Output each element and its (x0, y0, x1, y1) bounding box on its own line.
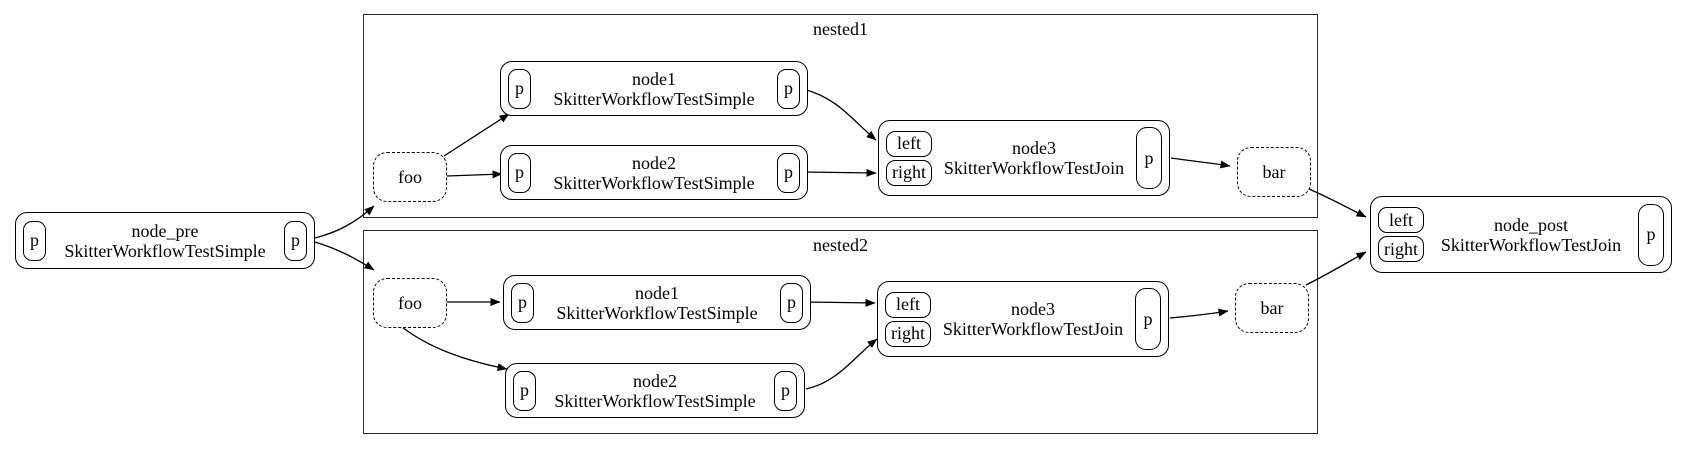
node-pre-label: node_pre SkitterWorkflowTestSimple (46, 221, 284, 261)
node-title: node1 (635, 282, 679, 303)
node-post-port-left: left (1378, 207, 1424, 233)
nested1-node3-port-out-p: p (1136, 127, 1162, 189)
port-label: p (518, 292, 527, 312)
nested1-node1-port-in-p: p (508, 68, 531, 109)
port-label: p (520, 380, 529, 400)
foo-label: foo (398, 292, 422, 313)
nested2-foo-node: foo (373, 278, 447, 328)
node-title: node2 (633, 370, 677, 391)
nested1-node3-label: node3 SkitterWorkflowTestJoin (932, 138, 1136, 178)
port-label: left (897, 133, 921, 153)
node-title: node2 (632, 152, 676, 173)
foo-label: foo (398, 166, 422, 187)
nested2-node2-port-out-p: p (774, 370, 797, 411)
nested1-node3-in-ports: left right (886, 130, 932, 186)
port-label: p (787, 292, 796, 312)
nested2-node1-port-in-p: p (511, 282, 534, 323)
node-title: node1 (632, 68, 676, 89)
port-label: p (781, 380, 790, 400)
nested2-node3-label: node3 SkitterWorkflowTestJoin (931, 299, 1135, 339)
node-title: node3 (1012, 138, 1056, 158)
bar-label: bar (1262, 161, 1286, 182)
node-pre-port-in-p: p (23, 220, 46, 261)
nested1-node3-port-right: right (886, 159, 932, 186)
nested2-node3-port-right: right (885, 320, 931, 347)
cluster-nested1-label: nested1 (813, 19, 868, 39)
node-title: node_post (1494, 214, 1568, 235)
node-pre: p node_pre SkitterWorkflowTestSimple p (15, 212, 315, 269)
port-label: p (1646, 224, 1656, 244)
bar-label: bar (1260, 297, 1284, 318)
nested1-node1-port-out-p: p (777, 68, 800, 109)
nested1-node1-label: node1 SkitterWorkflowTestSimple (531, 69, 777, 109)
port-label: p (784, 78, 793, 98)
nested1-node1: p node1 SkitterWorkflowTestSimple p (500, 61, 808, 116)
port-label: p (784, 162, 793, 182)
node-post-port-out-p: p (1638, 203, 1664, 266)
nested2-node2: p node2 SkitterWorkflowTestSimple p (505, 363, 805, 418)
nested1-node2-port-in-p: p (508, 152, 531, 193)
nested1-node2-label: node2 SkitterWorkflowTestSimple (531, 153, 777, 193)
nested2-node1: p node1 SkitterWorkflowTestSimple p (503, 275, 811, 330)
port-label: left (1389, 209, 1413, 230)
cluster-nested2-label: nested2 (813, 235, 868, 255)
port-label: right (892, 162, 926, 182)
nested2-node2-port-in-p: p (513, 370, 536, 411)
node-title: node_pre (131, 220, 199, 241)
node-class: SkitterWorkflowTestJoin (943, 158, 1125, 178)
nested2-node3-port-left: left (885, 291, 931, 318)
port-label: p (30, 230, 39, 250)
node-class: SkitterWorkflowTestSimple (553, 88, 755, 109)
nested1-node2: p node2 SkitterWorkflowTestSimple p (500, 145, 808, 200)
nested2-node1-port-out-p: p (780, 282, 803, 323)
nested2-node1-label: node1 SkitterWorkflowTestSimple (534, 283, 780, 323)
nested1-node2-port-out-p: p (777, 152, 800, 193)
nested1-foo-node: foo (373, 152, 447, 202)
port-label: right (1384, 238, 1418, 259)
port-label: p (1144, 147, 1154, 168)
node-class: SkitterWorkflowTestSimple (554, 390, 756, 411)
node-class: SkitterWorkflowTestSimple (556, 302, 758, 323)
node-class: SkitterWorkflowTestSimple (553, 172, 755, 193)
node-class: SkitterWorkflowTestJoin (1440, 234, 1622, 255)
port-label: p (515, 162, 524, 182)
nested1-node3: left right node3 SkitterWorkflowTestJoin… (878, 120, 1170, 196)
node-class: SkitterWorkflowTestSimple (64, 240, 266, 261)
port-label: p (1143, 308, 1153, 329)
nested1-bar-node: bar (1237, 147, 1311, 197)
nested2-node3-port-out-p: p (1135, 288, 1161, 350)
node-pre-port-out-p: p (284, 220, 307, 261)
port-label: left (896, 294, 920, 314)
nested2-node2-label: node2 SkitterWorkflowTestSimple (536, 371, 774, 411)
nested2-node3-in-ports: left right (885, 291, 931, 347)
node-post-in-ports: left right (1378, 207, 1424, 262)
nested2-bar-node: bar (1235, 283, 1309, 333)
port-label: p (291, 230, 300, 250)
node-class: SkitterWorkflowTestJoin (942, 319, 1124, 339)
port-label: p (515, 78, 524, 98)
node-post: left right node_post SkitterWorkflowTest… (1370, 196, 1672, 273)
node-post-port-right: right (1378, 236, 1424, 262)
nested1-node3-port-left: left (886, 130, 932, 157)
port-label: right (891, 323, 925, 343)
node-title: node3 (1011, 299, 1055, 319)
nested2-node3: left right node3 SkitterWorkflowTestJoin… (877, 281, 1169, 357)
node-post-label: node_post SkitterWorkflowTestJoin (1424, 215, 1638, 255)
